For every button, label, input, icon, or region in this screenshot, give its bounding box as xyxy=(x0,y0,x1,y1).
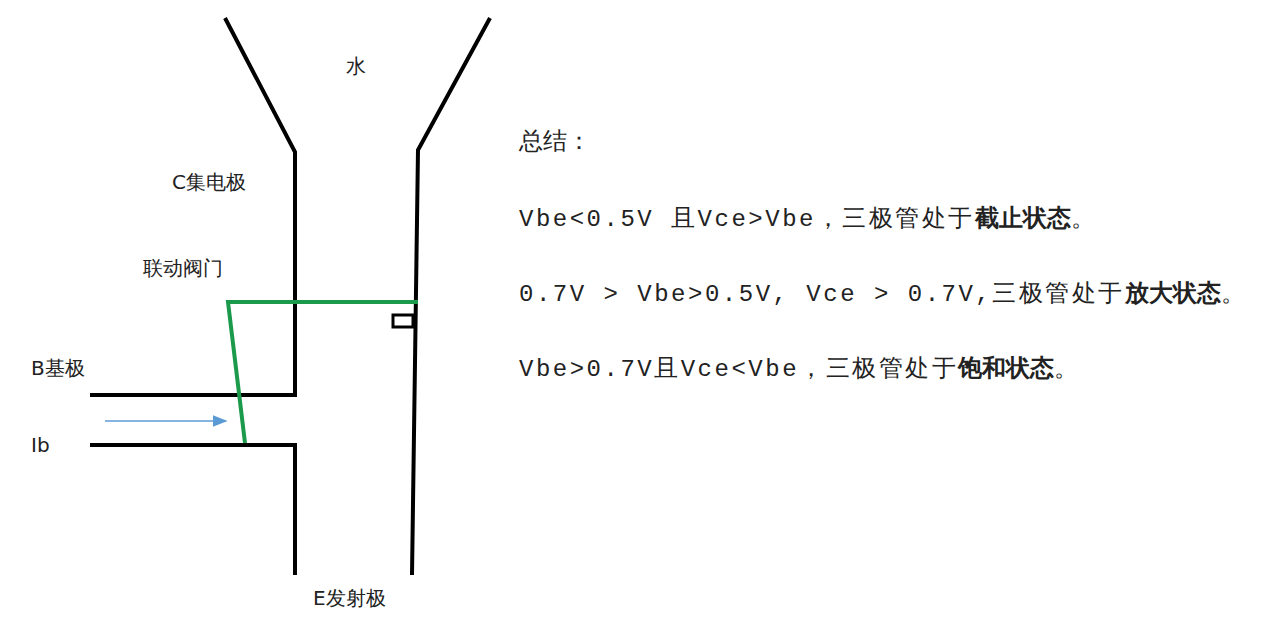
linked-valve xyxy=(228,302,418,443)
condition-text: Vbe>0.7V且Vce<Vbe，三极管处于 xyxy=(519,356,958,383)
pin-label: C集电极 xyxy=(172,170,246,194)
condition-text: 。 xyxy=(1221,281,1248,308)
summary-title: 总结： xyxy=(519,129,591,158)
condition-text: 。 xyxy=(1054,356,1081,383)
summary-line: 0.7V > Vbe>0.5V, Vce > 0.7V,三极管处于放大状态。 xyxy=(519,281,1247,310)
summary-line: Vbe>0.7V且Vce<Vbe，三极管处于饱和状态。 xyxy=(519,356,1081,385)
summary-line: Vbe<0.5V 且Vce>Vbe，三极管处于截止状态。 xyxy=(519,206,1097,235)
pipe-wall xyxy=(90,445,295,575)
current-arrow xyxy=(105,420,226,422)
signal-label: Ib xyxy=(31,433,50,457)
pin-label: E发射极 xyxy=(313,586,386,610)
water-label: 水 xyxy=(346,54,366,78)
valve-hinge xyxy=(393,315,413,327)
part-label: 联动阀门 xyxy=(143,256,223,280)
state-name: 饱和状态 xyxy=(958,356,1054,383)
condition-text: Vbe<0.5V 且Vce>Vbe，三极管处于 xyxy=(519,206,975,233)
pipe-wall xyxy=(90,18,295,395)
state-name: 放大状态 xyxy=(1125,281,1221,308)
condition-text: 。 xyxy=(1071,206,1098,233)
condition-text: 0.7V > Vbe>0.5V, Vce > 0.7V,三极管处于 xyxy=(519,281,1125,308)
pin-label: B基极 xyxy=(31,356,85,380)
state-name: 截止状态 xyxy=(975,206,1071,233)
pipe-wall xyxy=(412,18,490,575)
